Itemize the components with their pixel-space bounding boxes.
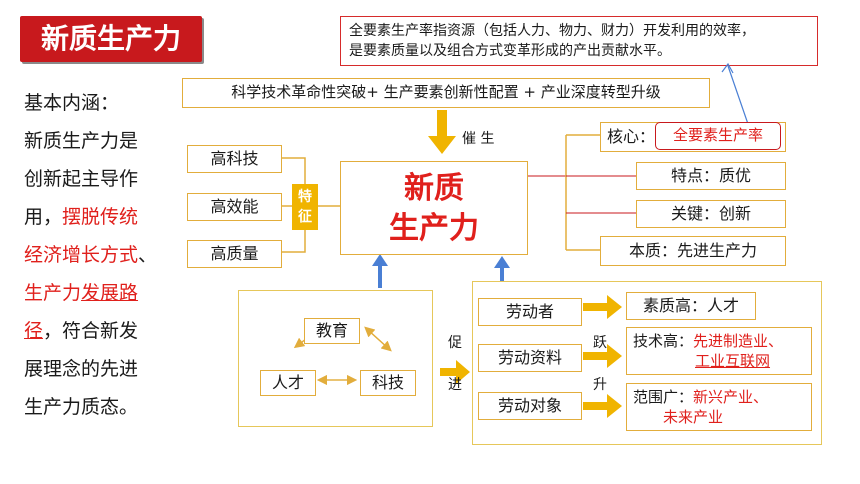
labor-means: 劳动资料 xyxy=(478,344,582,372)
result-scope-label: 范围广： xyxy=(633,388,694,406)
cujin-label-a: 促 xyxy=(448,335,462,351)
definition-pointer-head xyxy=(721,62,734,74)
center-node: 新质 生产力 xyxy=(340,161,528,255)
result-tech-label: 技术高： xyxy=(633,332,694,350)
left-line: 展理念的先进 xyxy=(24,358,139,380)
cycle-education: 教育 xyxy=(304,318,360,344)
labor-frame xyxy=(472,281,822,445)
left-seg: ，符合新发 xyxy=(43,320,139,342)
definition-pointer xyxy=(727,65,749,125)
cycle-arrow xyxy=(364,326,389,349)
left-line: 经济增长方式、 xyxy=(24,236,174,274)
definition-box: 全要素生产率指资源（包括人力、物力、财力）开发利用的效率， 是要素质量以及组合方… xyxy=(340,16,818,66)
cuisheng-arrow xyxy=(428,110,456,154)
left-seg-red: 生产力 xyxy=(24,282,82,304)
yuesheng-arrow xyxy=(583,295,622,319)
traits-box: 特点：质优 xyxy=(636,162,786,190)
left-seg-red: 经济增长方式 xyxy=(24,244,139,266)
left-line: 径，符合新发 xyxy=(24,312,174,350)
formula-box: 科学技术革命性突破+ 生产要素创新性配置 + 产业深度转型升级 xyxy=(182,78,710,108)
feature-high-quality: 高质量 xyxy=(187,240,282,268)
feature-tag: 特征 xyxy=(292,184,318,230)
yuesheng-arrow xyxy=(583,344,622,368)
feature-high-efficiency: 高效能 xyxy=(187,193,282,221)
result-tech-value-2: 工业互联网 xyxy=(695,352,771,370)
basic-connotation-text: 基本内涵： 新质生产力是 创新起主导作 用，摆脱传统 经济增长方式、 生产力发展… xyxy=(24,84,174,426)
labor-objects: 劳动对象 xyxy=(478,392,582,420)
left-seg-red: 径 xyxy=(24,320,44,342)
yuesheng-arrow xyxy=(583,394,622,418)
cuisheng-label: 催 生 xyxy=(462,131,495,147)
result-scope-value: 新兴产业、 xyxy=(693,388,769,406)
blue-up-arrow-left-head xyxy=(372,254,388,266)
left-line: 用，摆脱传统 xyxy=(24,198,174,236)
left-line: 生产力质态。 xyxy=(24,396,139,418)
yuesheng-label-b: 升 xyxy=(593,377,607,393)
cycle-tech: 科技 xyxy=(360,370,416,396)
result-scope-value-2: 未来产业 xyxy=(663,408,724,426)
left-seg-red: 发展路 xyxy=(81,282,139,304)
cujin-arrow xyxy=(440,360,470,384)
blue-up-arrow-right-head xyxy=(494,256,510,268)
yuesheng-label-a: 跃 xyxy=(593,335,607,351)
essence-box: 本质：先进生产力 xyxy=(600,236,786,266)
result-tech: 技术高：先进制造业、 工业互联网 xyxy=(626,327,812,375)
left-line: 新质生产力是 xyxy=(24,130,139,152)
definition-line-1: 全要素生产率指资源（包括人力、物力、财力）开发利用的效率， xyxy=(349,23,755,39)
left-seg: 用， xyxy=(24,206,63,228)
cycle-talent: 人才 xyxy=(260,370,316,396)
left-seg-red: 摆脱传统 xyxy=(62,206,139,228)
center-line-1: 新质 xyxy=(404,171,464,206)
cujin-label-b: 进 xyxy=(448,377,462,393)
result-scope: 范围广：新兴产业、 未来产业 xyxy=(626,383,812,431)
left-line: 创新起主导作 xyxy=(24,168,139,190)
center-line-2: 生产力 xyxy=(389,211,479,246)
left-seg: 、 xyxy=(138,244,158,266)
core-value: 全要素生产率 xyxy=(655,122,781,150)
feature-high-tech: 高科技 xyxy=(187,145,282,173)
title-badge: 新质生产力 xyxy=(20,16,202,62)
key-box: 关键：创新 xyxy=(636,200,786,228)
left-line: 基本内涵： xyxy=(24,92,120,114)
left-line: 生产力发展路 xyxy=(24,274,174,312)
cycle-frame xyxy=(238,290,433,427)
core-label: 核心： xyxy=(607,127,656,146)
labor-worker: 劳动者 xyxy=(478,298,582,326)
result-tech-value: 先进制造业、 xyxy=(693,332,784,350)
definition-line-2: 是要素质量以及组合方式变革形成的产出贡献水平。 xyxy=(349,43,671,59)
result-quality: 素质高：人才 xyxy=(626,292,756,320)
